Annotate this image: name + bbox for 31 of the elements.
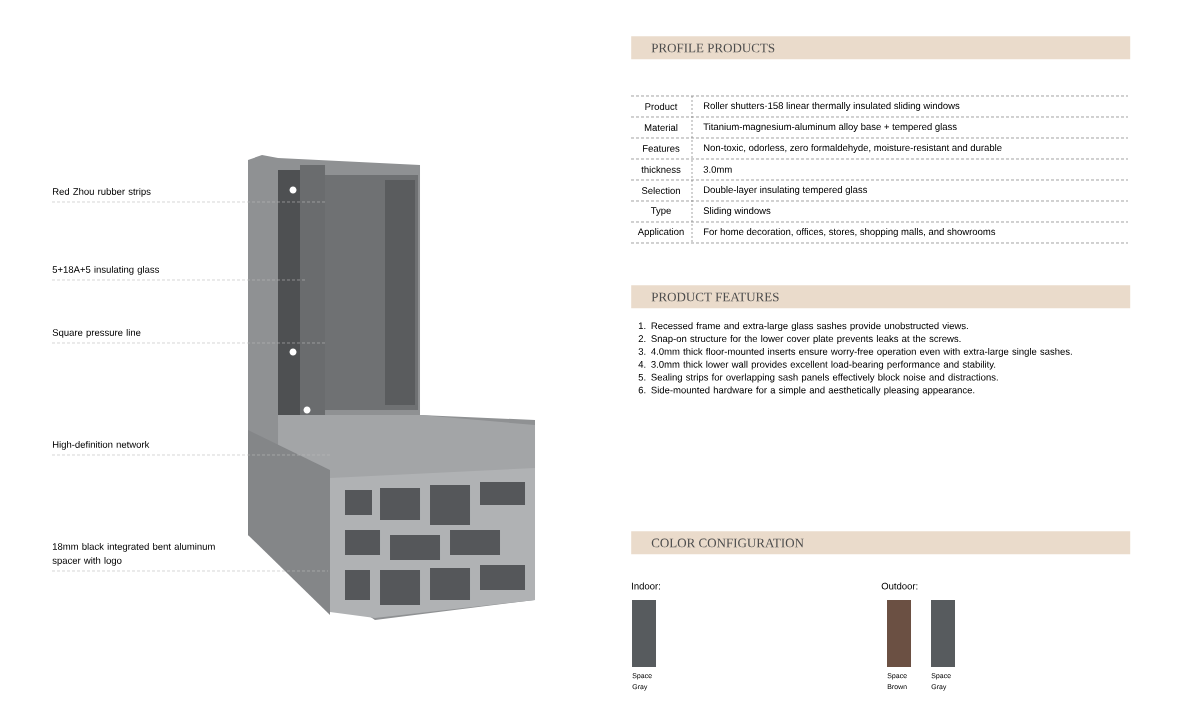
table-cell: 3.0mm — [703, 166, 732, 173]
feature-item: 5. Sealing strips for overlapping sash panels effectively block noise and distractions. — [638, 373, 998, 383]
table-cell: thickness — [641, 166, 681, 173]
section-header: COLOR CONFIGURATION — [631, 531, 1131, 555]
table-cell: Application — [637, 228, 684, 237]
table-cell: Titanium-magnesium-aluminum alloy base + tempered glass — [703, 123, 957, 132]
feature-item: 6. Side-mounted hardware for a simple and aesthetically pleasing appearance. — [638, 386, 975, 396]
section-header: PRODUCT FEATURES — [631, 285, 1131, 309]
table-cell: Roller shutters·158 linear thermally insulated sliding windows — [704, 102, 960, 111]
group-label: Indoor: — [632, 582, 660, 590]
callout-text: High-definition network — [53, 440, 150, 450]
feature-item: 2. Snap-on structure for the lower cover plate prevents leaks at the screws. — [638, 335, 961, 344]
table-cell: Selection — [641, 187, 680, 194]
feature-item: 3. 4.0mm thick floor-mounted inserts ensure worry-free operation even with extra-large single sashes. — [638, 347, 1072, 357]
table-cell: Non-toxic, odorless, zero formaldehyde, moisture-resistant and durable — [704, 144, 1002, 153]
callout-text: Square pressure line — [52, 328, 141, 338]
table-cell: Double-layer insulating tempered glass — [704, 186, 868, 195]
callout-text: 18mm black integrated bent aluminum spacer with logo — [52, 542, 215, 566]
table-cell: Material — [644, 124, 678, 131]
callout-text: 5+18A+5 insulating glass — [52, 265, 160, 275]
table-cell: For home decoration, offices, stores, shopping malls, and showrooms — [704, 228, 996, 237]
table-cell: Features — [643, 145, 680, 152]
group-label: Outdoor: — [881, 582, 918, 590]
table-cell: Type — [650, 207, 671, 216]
table-cell: Product — [645, 103, 678, 110]
feature-item: 4. 3.0mm thick lower wall provides excellent load-bearing performance and stability. — [638, 360, 996, 370]
section-header: PROFILE PRODUCTS — [631, 36, 1131, 60]
window-profile-drawing — [248, 155, 535, 620]
feature-item: 1. Recessed frame and extra-large glass sashes provide unobstructed views. — [638, 322, 968, 332]
callout-text: Red Zhou rubber strips — [53, 187, 151, 197]
table-cell: Sliding windows — [703, 207, 771, 216]
